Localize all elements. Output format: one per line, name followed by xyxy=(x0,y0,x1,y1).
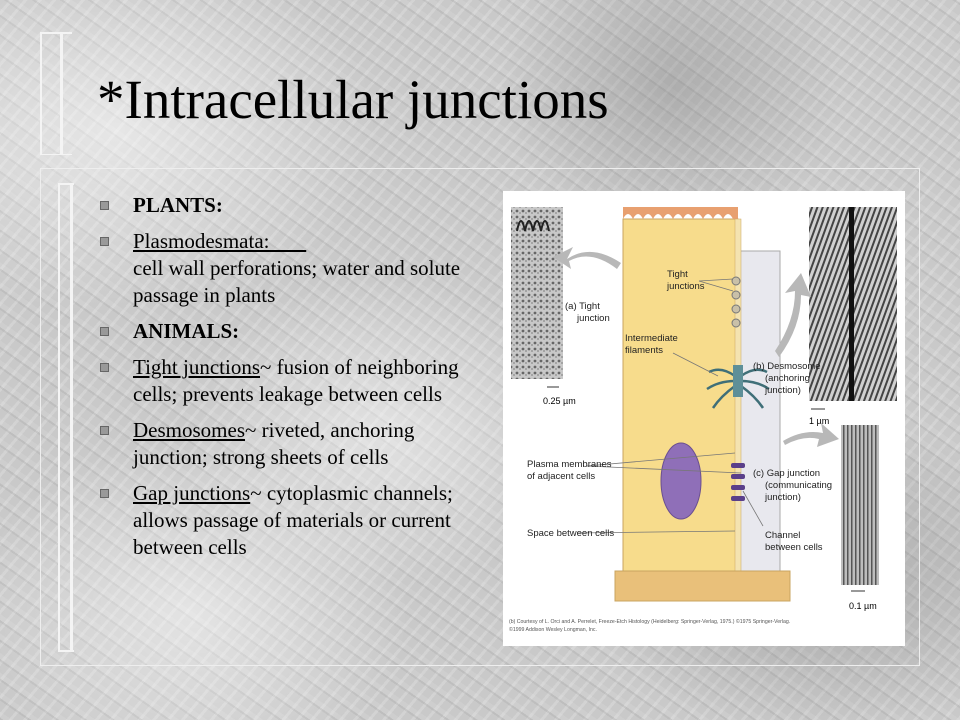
figure-copyright: ©1999 Addison Wesley Longman, Inc. xyxy=(509,626,597,633)
label-tight-junction: (a) Tight xyxy=(565,301,600,312)
label-space-between-cells: Space between cells xyxy=(527,528,614,539)
bullet-icon xyxy=(100,363,109,372)
bullet-lead: Desmosomes xyxy=(133,418,245,442)
gap-junction-channels xyxy=(731,463,745,501)
bullet-icon xyxy=(100,489,109,498)
label-gap-junction-2: (communicating xyxy=(765,480,832,491)
label-desmosome: (b) Desmosome xyxy=(753,361,821,372)
bullet-icon xyxy=(100,201,109,210)
desmosome-filaments xyxy=(706,368,770,409)
bullet-text: ~ fusion of neighboring cells; prevents … xyxy=(133,355,459,406)
content-frame xyxy=(40,168,920,666)
label-desmosome-3: junction) xyxy=(764,385,801,396)
bullet-lead: Tight junctions xyxy=(133,355,261,379)
bullet-blank xyxy=(269,229,306,253)
cell-left xyxy=(622,218,739,600)
bullet-animals: ANIMALS: xyxy=(100,318,485,345)
label-tight-junction-2: junction xyxy=(576,313,610,324)
leader-lines xyxy=(576,278,764,534)
junction-diagram: 0.25 µm 1 µm 0.1 µm xyxy=(503,191,905,646)
bullet-icon xyxy=(100,426,109,435)
frame-decoration-top xyxy=(40,32,72,155)
bullet-plasmodesmata: Plasmodesmata: cell wall perforations; w… xyxy=(100,228,485,309)
label-channel-2: between cells xyxy=(765,542,823,553)
bullet-lead: PLANTS: xyxy=(133,193,223,217)
label-gap-junction-3: junction) xyxy=(764,492,801,503)
scale-label-a: 0.25 µm xyxy=(543,396,576,406)
label-gap-junction: (c) Gap junction xyxy=(753,468,820,479)
bullet-text: ~ riveted, anchoring junction; strong sh… xyxy=(133,418,415,469)
bullet-list: PLANTS: Plasmodesmata: cell wall perfora… xyxy=(100,192,485,570)
label-channel: Channel xyxy=(765,530,800,541)
bullet-plants: PLANTS: xyxy=(100,192,485,219)
apical-surface xyxy=(623,207,738,219)
basal-layer xyxy=(614,570,791,602)
scale-label-b: 1 µm xyxy=(809,416,829,426)
label-tight-junctions: Tight xyxy=(667,269,688,280)
scale-label-c: 0.1 µm xyxy=(849,601,877,611)
bullet-text: cell wall perforations; water and solute… xyxy=(133,256,461,307)
cell-right xyxy=(737,250,781,602)
bullet-tight-junctions: Tight junctions~ fusion of neighboring c… xyxy=(100,354,485,408)
nucleus xyxy=(660,442,702,520)
bullet-lead: ANIMALS: xyxy=(133,319,240,343)
frame-decoration-left xyxy=(58,183,74,652)
bullet-lead: Gap junctions xyxy=(133,481,251,505)
slide-title: *Intracellular junctions xyxy=(97,69,609,130)
micrograph-gap-junction xyxy=(841,425,879,585)
bullet-lead: Plasmodesmata: xyxy=(133,229,270,253)
bullet-icon xyxy=(100,327,109,336)
bullet-icon xyxy=(100,237,109,246)
micrograph-tight-junction xyxy=(511,207,563,379)
bullet-gap-junctions: Gap junctions~ cytoplasmic channels; all… xyxy=(100,480,485,561)
label-intermediate-2: filaments xyxy=(625,345,663,356)
label-desmosome-2: (anchoring xyxy=(765,373,810,384)
tight-junction-beads xyxy=(731,276,741,328)
label-plasma-membranes: Plasma membranes xyxy=(527,459,612,470)
bullet-text: ~ cytoplasmic channels; allows passage o… xyxy=(133,481,453,559)
label-tight-junctions-2: junctions xyxy=(666,281,705,292)
label-plasma-membranes-2: of adjacent cells xyxy=(527,471,595,482)
figure-credit: (b) Courtesy of L. Orci and A. Perrelet,… xyxy=(509,618,790,625)
bullet-desmosomes: Desmosomes~ riveted, anchoring junction;… xyxy=(100,417,485,471)
callout-arrows xyxy=(553,247,839,447)
label-intermediate: Intermediate xyxy=(625,333,678,344)
